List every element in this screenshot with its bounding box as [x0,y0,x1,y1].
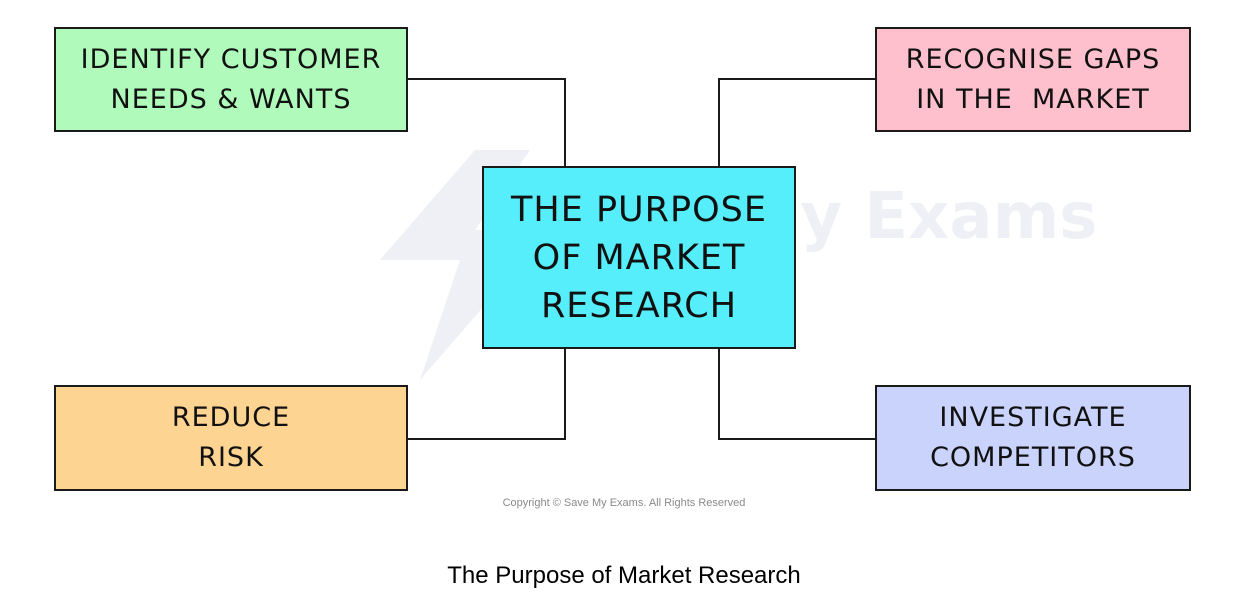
node-label-line: COMPETITORS [930,442,1136,473]
node-label-line: IDENTIFY CUSTOMER [80,43,382,75]
center-label-line: OF MARKET [532,237,746,278]
node-label-line: RECOGNISE GAPS [905,43,1161,75]
node-recognise-gaps: RECOGNISE GAPS IN THE MARKET [875,27,1191,132]
node-label-line: RISK [198,442,264,473]
center-label-line: THE PURPOSE [511,189,767,230]
connector-competitors [718,349,875,440]
node-investigate-competitors: INVESTIGATE COMPETITORS [875,385,1191,491]
node-reduce-risk: REDUCE RISK [54,385,408,491]
connector-risk [408,349,566,440]
node-label-line: NEEDS & WANTS [110,83,352,115]
figure-caption: The Purpose of Market Research [447,562,801,589]
node-label-line: IN THE MARKET [916,83,1150,115]
node-center-purpose: THE PURPOSE OF MARKET RESEARCH [482,166,796,349]
node-label-line: REDUCE [171,402,291,433]
connector-customer [408,78,566,166]
copyright-notice: Copyright © Save My Exams. All Rights Re… [502,497,746,509]
connector-gaps [718,78,875,166]
center-label-line: RESEARCH [540,285,738,326]
watermark-logo [380,150,550,380]
node-label-line: INVESTIGATE [939,402,1127,433]
node-identify-customer-needs: IDENTIFY CUSTOMER NEEDS & WANTS [54,27,408,132]
